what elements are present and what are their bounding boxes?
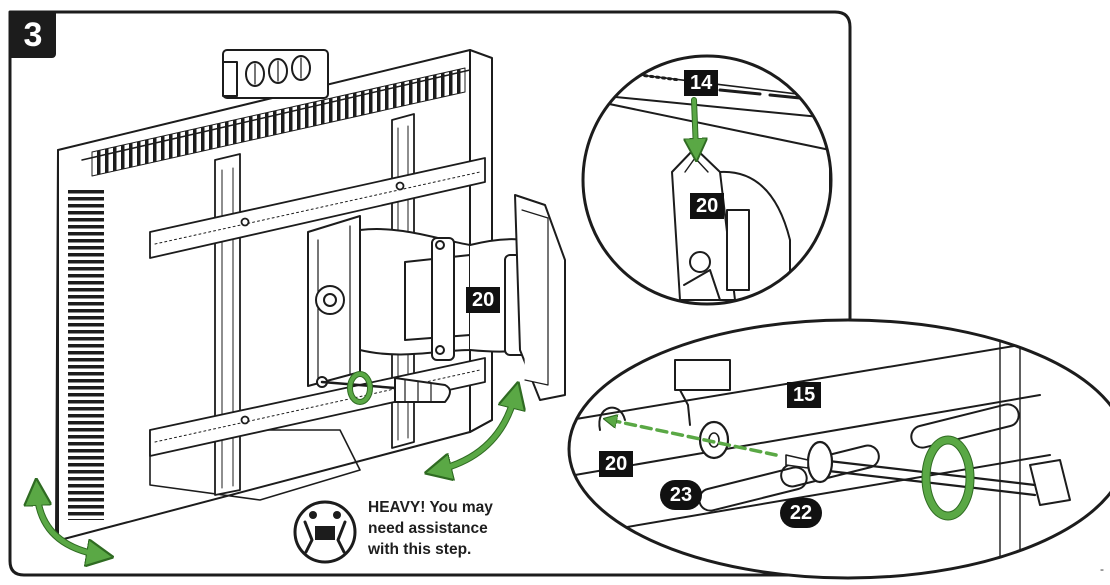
callout-14: 14 [684,70,719,96]
callout-20-bracket: 20 [466,287,501,313]
step-number: 3 [10,12,56,58]
articulating-bracket [307,194,566,401]
corner-mark: - [1100,562,1104,576]
detail-top-circle [581,54,833,306]
callout-20-bottom-detail: 20 [599,451,634,477]
callout-23: 23 [660,480,702,510]
callout-22: 22 [780,498,822,528]
tv-back [55,49,493,541]
heavy-warning: HEAVY! You may need assistance with this… [368,497,518,560]
warning-line-3: with this step. [368,541,472,558]
callout-20-top-detail: 20 [690,193,725,219]
callout-15: 15 [787,382,822,408]
bubble-level [222,49,329,99]
warning-line-1: HEAVY! You may [368,499,493,516]
detail-bottom-ellipse [567,318,1110,580]
warning-line-2: need assistance [368,520,488,537]
rotate-arrow-icon [347,371,373,405]
heavy-lift-two-person-icon [293,500,357,564]
